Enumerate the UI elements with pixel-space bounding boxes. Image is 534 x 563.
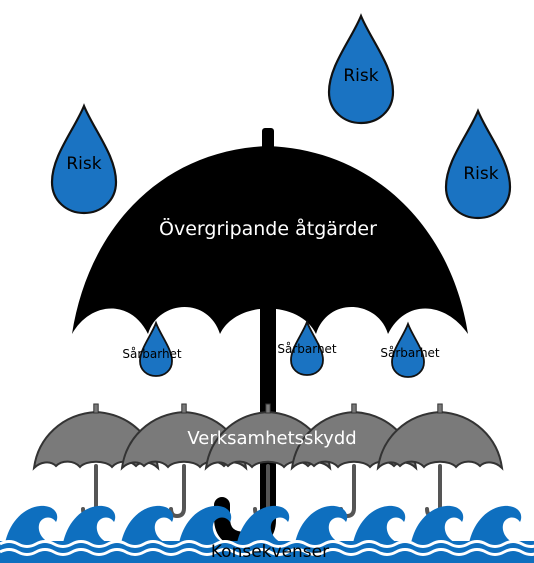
risk-drop-top: Risk [329, 16, 393, 123]
risk-label: Risk [66, 154, 101, 174]
main-umbrella-label: Övergripande åtgärder [159, 217, 377, 240]
risk-drop-right: Risk [446, 111, 510, 218]
risk-drop-left: Risk [52, 106, 116, 213]
risk-label: Risk [343, 66, 378, 86]
vulnerability-label: Sårbarhet [122, 347, 182, 361]
vulnerability-label: Sårbarhet [277, 342, 337, 356]
main-umbrella-canopy [72, 146, 468, 334]
small-umbrellas-label: Verksamhetsskydd [187, 428, 356, 449]
risk-label: Risk [463, 164, 498, 184]
umbrella-icon [378, 404, 502, 516]
small-umbrellas [34, 404, 502, 516]
wave-icon [468, 506, 521, 550]
vulnerability-label: Sårbarhet [380, 346, 440, 360]
waves-label: Konsekvenser [211, 542, 329, 562]
